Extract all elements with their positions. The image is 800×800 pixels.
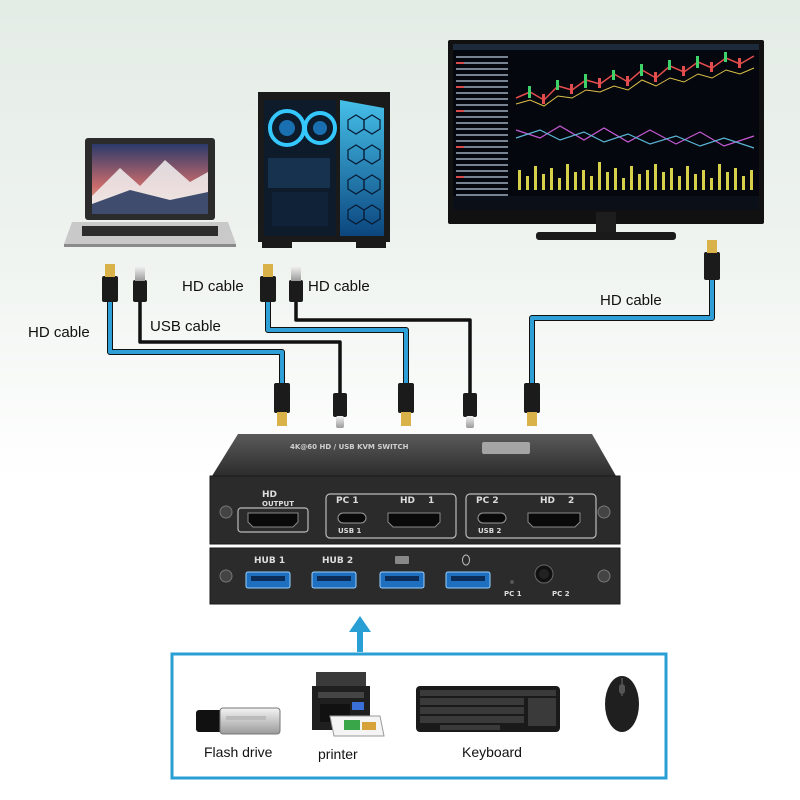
pc1-led-label: PC 1 (504, 590, 522, 598)
hd2-number: 2 (568, 496, 575, 506)
usbc-plug-usb1 (333, 393, 347, 428)
usb-plug-pc (289, 266, 303, 302)
switch-top-label: 4K@60 HD / USB KVM SWITCH (290, 443, 409, 451)
hd-cable-label-pc-left: HD cable (182, 278, 244, 295)
hdmi-plug-pc (260, 264, 276, 302)
pc1-label: PC 1 (336, 496, 359, 506)
mouse-icon (605, 676, 639, 732)
hdmi-plug-hd2 (524, 383, 540, 426)
hub1-label: HUB 1 (254, 556, 286, 566)
hd-output-sublabel: OUTPUT (262, 500, 294, 508)
hdmi-plug-hd-output (274, 383, 290, 426)
hd1-number: 1 (428, 496, 435, 506)
kvm-switch (209, 434, 621, 605)
keyboard-icon (416, 686, 560, 732)
usb2-label: USB 2 (478, 527, 502, 535)
keyboard-port-icon (395, 556, 409, 564)
device-label-keyboard: Keyboard (462, 744, 522, 760)
hd-cable-label-laptop: HD cable (28, 324, 90, 341)
monitor (448, 40, 764, 240)
flash-drive-icon (196, 707, 281, 735)
usbc-plug-usb2 (463, 393, 477, 428)
pc2-led-label: PC 2 (552, 590, 570, 598)
device-label-flash-drive: Flash drive (204, 744, 273, 760)
cable-pc-usb (294, 300, 472, 395)
usb1-label: USB 1 (338, 527, 362, 535)
cable-laptop-usb (138, 300, 342, 395)
usb-cable-label: USB cable (150, 318, 221, 335)
printer-icon (312, 672, 385, 737)
hdmi-plug-hd1 (398, 383, 414, 426)
laptop (64, 138, 236, 247)
hd-cable-label-pc-right: HD cable (308, 278, 370, 295)
hd-cable-label-monitor: HD cable (600, 292, 662, 309)
hd-output-label: HD (262, 490, 278, 500)
hub2-label: HUB 2 (322, 556, 354, 566)
hd2-label: HD (540, 496, 556, 506)
hdmi-plug-laptop (102, 264, 118, 302)
cables (107, 278, 715, 395)
up-arrow-icon (349, 616, 371, 652)
mouse-port-icon (462, 554, 470, 566)
pc2-label: PC 2 (476, 496, 499, 506)
usb-plug-laptop (133, 266, 147, 302)
hd1-label: HD (400, 496, 416, 506)
hdmi-plug-monitor (704, 240, 720, 280)
device-label-printer: printer (318, 746, 358, 762)
desktop-tower (258, 92, 390, 248)
